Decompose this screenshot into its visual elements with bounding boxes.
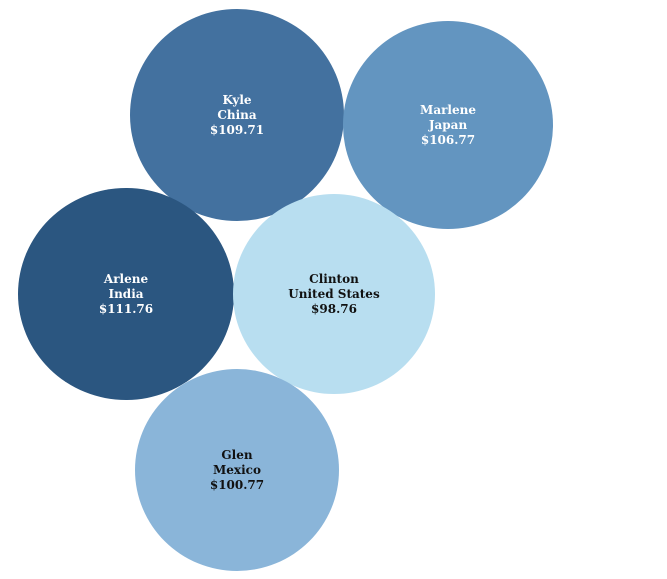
bubble-name-label: Glen bbox=[221, 448, 252, 462]
bubble-value-label: $109.71 bbox=[210, 123, 264, 137]
bubble-circle-arlene bbox=[18, 188, 234, 400]
bubble-country-label: Mexico bbox=[213, 463, 261, 477]
bubble-country-label: India bbox=[108, 287, 143, 301]
bubble-country-label: Japan bbox=[428, 118, 468, 132]
bubble-circle-glen bbox=[135, 369, 339, 571]
bubble-value-label: $98.76 bbox=[311, 302, 357, 316]
bubble-circle-marlene bbox=[343, 21, 553, 229]
bubble-name-label: Arlene bbox=[103, 272, 149, 286]
bubble-name-label: Marlene bbox=[420, 103, 476, 117]
bubble-name-label: Kyle bbox=[222, 93, 251, 107]
bubble-value-label: $106.77 bbox=[421, 133, 475, 147]
bubble-name-label: Clinton bbox=[309, 272, 359, 286]
bubble-value-label: $111.76 bbox=[99, 302, 153, 316]
bubble-country-label: United States bbox=[288, 287, 380, 301]
bubble-circle-clinton bbox=[233, 194, 435, 394]
bubble-country-label: China bbox=[217, 108, 257, 122]
bubble-circle-kyle bbox=[130, 9, 344, 221]
bubble-value-label: $100.77 bbox=[210, 478, 264, 492]
